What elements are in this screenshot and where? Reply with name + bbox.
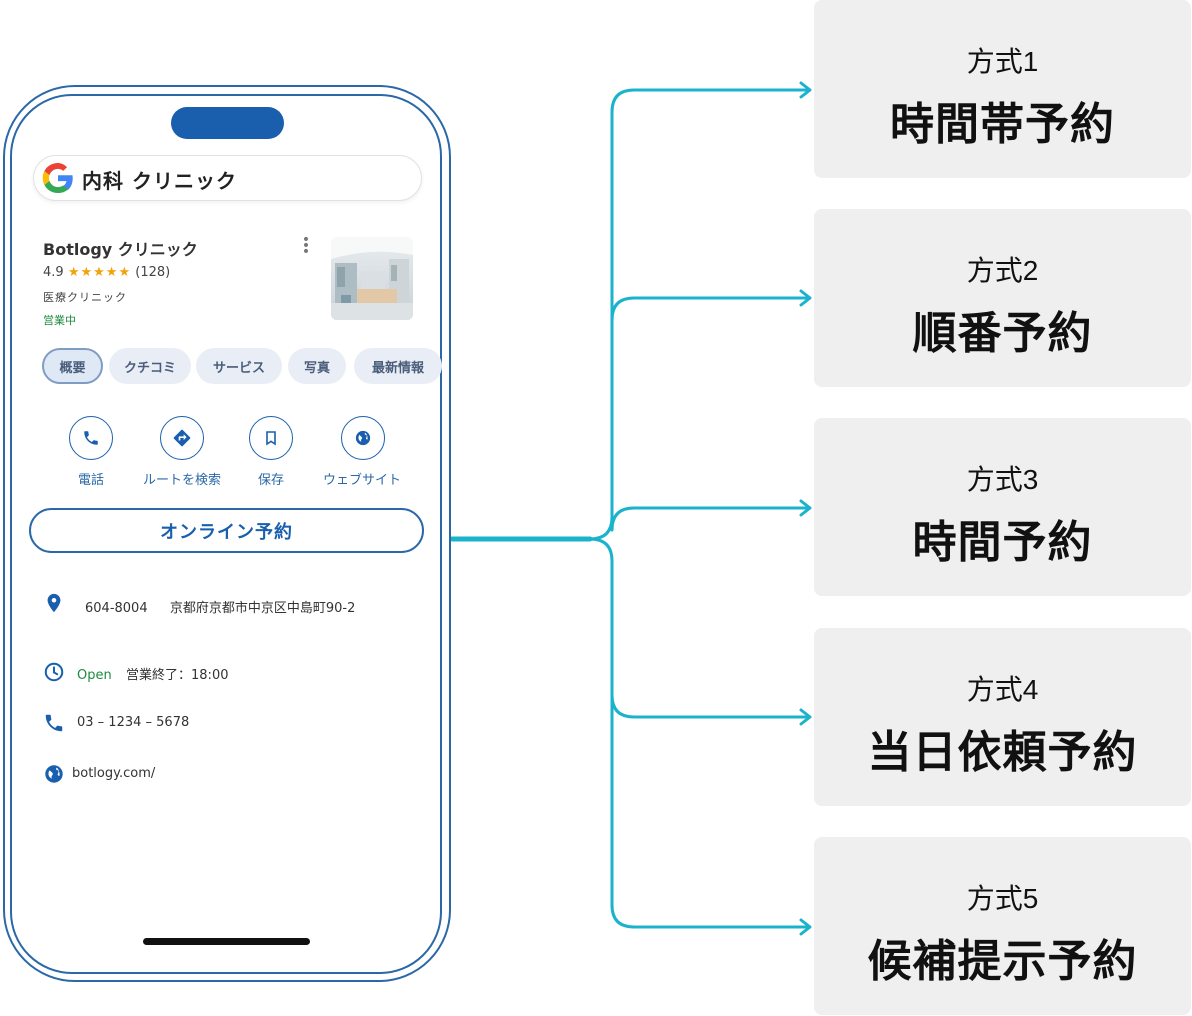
directions-button[interactable] [160,416,204,460]
website-label: ウェブサイト [322,473,401,488]
call-label: 電話 [77,473,104,488]
method-box-3: 方式3 時間予約 [814,418,1191,596]
phone-icon [84,431,98,445]
method-box-4: 方式4 当日依頼予約 [814,628,1191,806]
search-bar[interactable] [33,155,422,201]
clock-icon [44,662,64,682]
rating-value: 4.9 [43,265,64,280]
google-logo-icon [42,163,73,193]
tab-updates[interactable]: 最新情報 [354,348,442,384]
star-rating-icon: ★★★★★ [67,265,132,280]
globe-icon [355,430,371,446]
method-title: 時間帯予約 [890,99,1115,150]
save-label: 保存 [257,473,284,488]
search-query: 内科 クリニック [82,169,237,193]
method-box-2: 方式2 順番予約 [814,209,1191,387]
business-category: 医療クリニック [43,291,127,304]
directions-label: ルートを検索 [142,473,221,488]
home-indicator [143,938,310,945]
location-pin-icon [47,593,61,613]
method-number: 方式2 [966,255,1039,286]
address-row[interactable]: 604-8004 京都府京都市中京区中島町90-2 [85,597,355,616]
method-number: 方式3 [966,464,1039,495]
globe-icon [45,765,63,783]
bookmark-icon [266,431,276,446]
more-vert-icon[interactable]: ••• [301,232,311,260]
method-number: 方式4 [966,674,1039,705]
tab-services[interactable]: サービス [196,348,282,384]
phone-icon [45,714,63,732]
tab-overview[interactable]: 概要 [42,348,103,384]
closing-hours: 営業終了：18:00 [126,668,229,683]
open-status: 営業中 [43,314,76,327]
business-name[interactable]: Botlogy クリニック [43,240,198,259]
tab-reviews[interactable]: クチコミ [109,348,191,384]
method-title: 順番予約 [912,308,1093,359]
phone-number[interactable]: 03 – 1234 – 5678 [77,715,190,730]
phone-notch [171,107,284,139]
method-box-1: 方式1 時間帯予約 [814,0,1191,178]
call-button[interactable] [69,416,113,460]
method-box-5: 方式5 候補提示予約 [814,837,1191,1015]
method-title: 時間予約 [912,517,1093,568]
save-button[interactable] [249,416,293,460]
method-number: 方式1 [966,46,1039,77]
online-booking-button[interactable]: オンライン予約 [29,508,424,553]
website-link[interactable]: botlogy.com/ [72,766,156,781]
open-label: Open [77,668,112,683]
postal-code: 604-8004 [85,601,148,616]
website-button[interactable] [341,416,385,460]
review-count: (128) [135,265,171,280]
method-title: 候補提示予約 [867,936,1138,987]
method-number: 方式5 [966,883,1039,914]
address: 京都府京都市中京区中島町90-2 [169,601,356,616]
directions-icon [173,429,191,447]
clinic-photo[interactable] [331,237,413,320]
tab-photos[interactable]: 写真 [288,348,346,384]
hours-row[interactable]: Open 営業終了：18:00 [77,664,228,683]
rating-row[interactable]: 4.9 ★★★★★ (128) [43,265,170,280]
method-title: 当日依頼予約 [867,727,1138,778]
